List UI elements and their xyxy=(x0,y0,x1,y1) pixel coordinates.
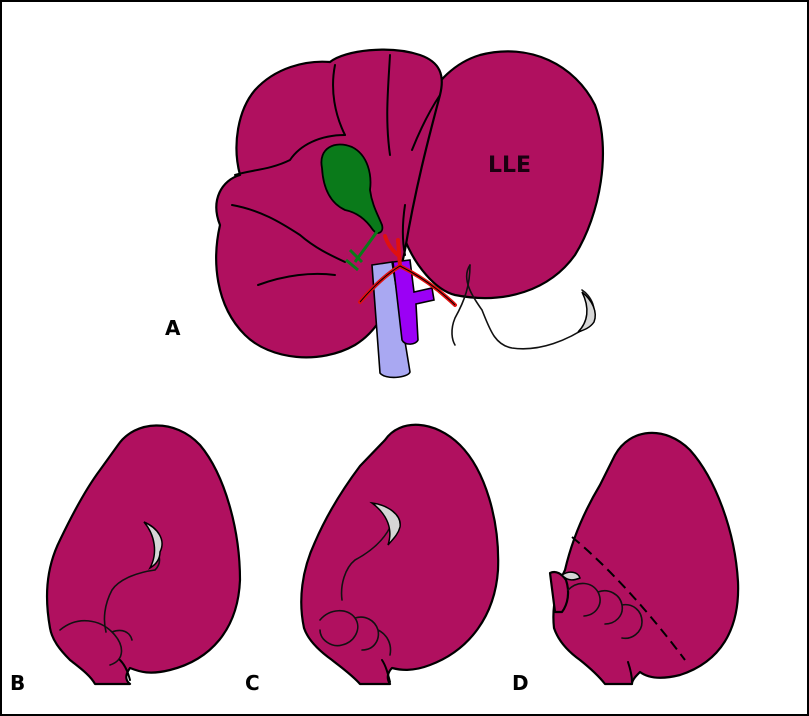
panel-label-a: A xyxy=(165,316,181,340)
panel-label-b: B xyxy=(10,671,25,695)
panel-label-d: D xyxy=(512,671,529,695)
panel-label-c: C xyxy=(245,671,260,695)
lobe-label: LLE xyxy=(488,153,531,178)
